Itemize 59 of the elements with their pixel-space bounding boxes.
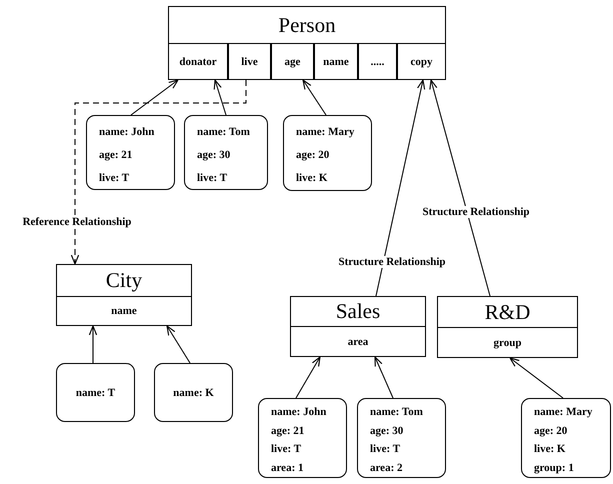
edge-label: Structure Relationship: [337, 256, 447, 268]
object-box: [357, 398, 446, 478]
class-box: [168, 6, 446, 80]
arrow: [429, 79, 490, 296]
attribute-value: live: K: [534, 443, 566, 456]
attribute-value: live: K: [296, 172, 328, 184]
attribute-value: group: 1: [534, 462, 575, 474]
attribute-value: area: 2: [370, 462, 404, 474]
object-box: [521, 398, 611, 478]
attribute-value: name: John: [99, 126, 156, 138]
attribute-cell: age: [271, 43, 314, 80]
arrow: [509, 357, 564, 398]
attribute-cell: live: [228, 43, 271, 80]
edge-label: Reference Relationship: [22, 216, 132, 228]
attribute-value: age: 20: [296, 148, 330, 161]
arrow: [214, 79, 226, 116]
object-box: [56, 363, 135, 422]
class-name: R&D: [484, 300, 532, 324]
object-box: [283, 115, 372, 191]
attribute-value: name: John: [271, 406, 328, 418]
attribute-cell: donator: [168, 43, 228, 80]
object-box: [86, 115, 175, 190]
attribute-value: name: Tom: [197, 126, 251, 138]
attribute-value: live: T: [271, 443, 302, 456]
attribute-value: name: Tom: [370, 406, 424, 418]
attribute-cell: name: [314, 43, 358, 80]
attribute-value: age: 21: [99, 148, 134, 160]
attribute-value: age: 30: [370, 424, 404, 437]
attribute-value: name: Mary: [534, 406, 594, 418]
edge-label: Structure Relationship: [421, 206, 531, 218]
attribute-value: live: T: [370, 443, 402, 456]
attribute-value: age: 20: [534, 424, 568, 437]
arrow: [302, 79, 326, 116]
dashed-arrow: [70, 80, 246, 265]
object-box: [258, 398, 347, 478]
attribute-value: name: K: [173, 386, 214, 398]
attribute-value: age: 21: [271, 424, 306, 437]
object-box: [184, 115, 268, 190]
class-box: [437, 296, 578, 358]
attribute-cell: copy: [397, 43, 446, 80]
object-box: [154, 363, 233, 422]
arrow: [88, 325, 98, 364]
arrow: [166, 325, 190, 364]
attribute-value: age: 30: [197, 148, 232, 160]
arrow: [296, 356, 321, 398]
attribute-value: name: Mary: [296, 126, 356, 138]
arrow: [374, 356, 394, 398]
attribute-value: name: T: [76, 386, 116, 398]
arrow: [376, 79, 426, 296]
attribute-value: live: T: [99, 172, 130, 184]
arrow: [130, 79, 179, 116]
class-box: [56, 264, 192, 326]
class-box: [290, 296, 426, 357]
class-name: Sales: [334, 299, 382, 324]
attribute-value: area: 1: [271, 462, 304, 474]
attribute-cell: .....: [358, 43, 397, 80]
class-name: City: [104, 268, 144, 293]
attribute-value: live: T: [197, 172, 228, 184]
class-name: Person: [277, 12, 337, 38]
